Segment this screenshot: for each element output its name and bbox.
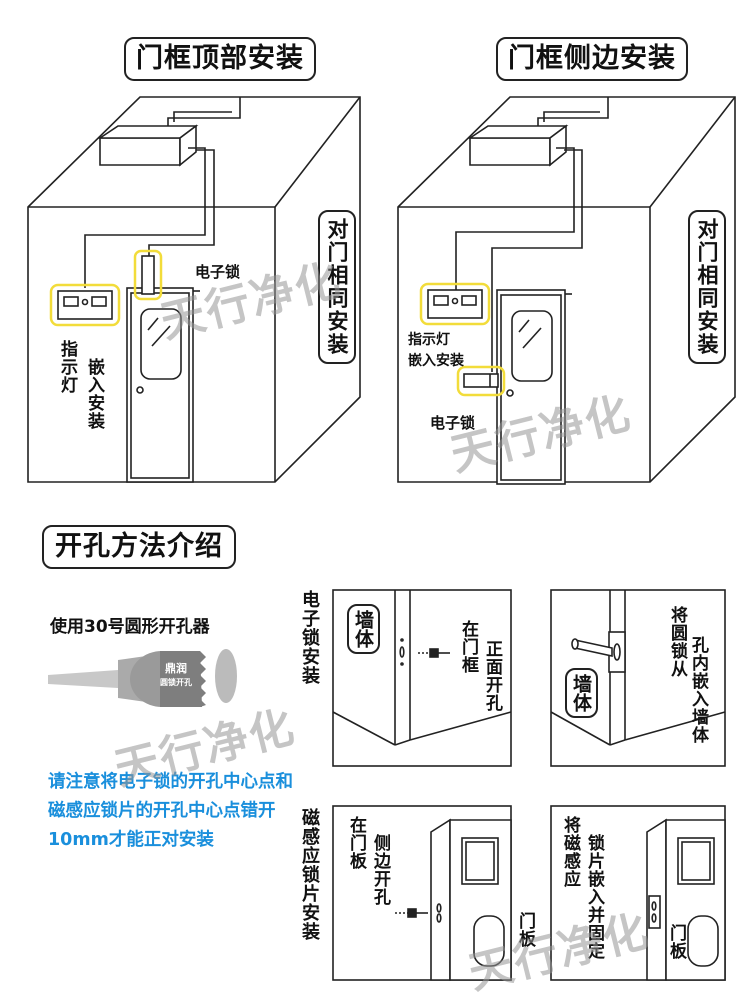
embed-wall-label-a: 将圆锁从 [667, 606, 687, 678]
title-top-install: 门框顶部安装 [124, 37, 316, 81]
door-panel-label-1: 门板 [515, 912, 535, 948]
magnet-install-row-label: 磁感应锁片安装 [299, 808, 320, 941]
lock-install-row-label: 电子锁安装 [299, 590, 320, 685]
indicator-label-right: 指示灯 嵌入安装 [408, 332, 464, 369]
front-open-label: 正面开孔 [482, 640, 502, 712]
wall-label-2: 墙体 [565, 668, 598, 718]
tool-caption: 使用30号圆形开孔器 [50, 617, 210, 637]
door-side-label-b: 侧边开孔 [370, 834, 390, 906]
tool-brand-sub: 圆锁开孔 [160, 678, 192, 687]
magnet-label-b: 锁片嵌入并固定 [584, 834, 604, 960]
hole-saw-tool [48, 649, 237, 707]
step-panel-front-open [332, 589, 512, 767]
embed-wall-label-b: 孔内嵌入墙体 [688, 636, 708, 744]
title-opening-method: 开孔方法介绍 [42, 525, 236, 569]
tool-brand: 鼎润 [165, 662, 187, 675]
wall-label-1: 墙体 [347, 604, 380, 654]
step-panel-embed-wall [550, 589, 726, 767]
step-panel-magnet-fix [550, 805, 726, 981]
front-frame-label: 在门框 [458, 620, 478, 674]
door-side-label-a: 在门板 [346, 816, 366, 870]
install-note: 请注意将电子锁的开孔中心点和磁感应锁片的开孔中心点错开10mm才能正对安装 [48, 772, 293, 850]
opposite-door-label-left: 对门相同安装 [318, 210, 356, 364]
door-panel-label-2: 门板 [666, 924, 686, 960]
opposite-door-label-right: 对门相同安装 [688, 210, 726, 364]
room-side-install [397, 96, 736, 485]
lock-label-left: 电子锁 [195, 263, 241, 281]
magnet-label-a: 将磁感应 [560, 816, 580, 888]
step-panel-door-side [332, 805, 512, 981]
highlight-marks [49, 249, 506, 397]
room-top-install [27, 96, 361, 483]
title-side-install: 门框侧边安装 [496, 37, 688, 81]
lock-label-right: 电子锁 [430, 414, 476, 432]
indicator-label-left: 指示灯 [57, 340, 77, 394]
embed-label-left: 嵌入安装 [84, 358, 104, 430]
